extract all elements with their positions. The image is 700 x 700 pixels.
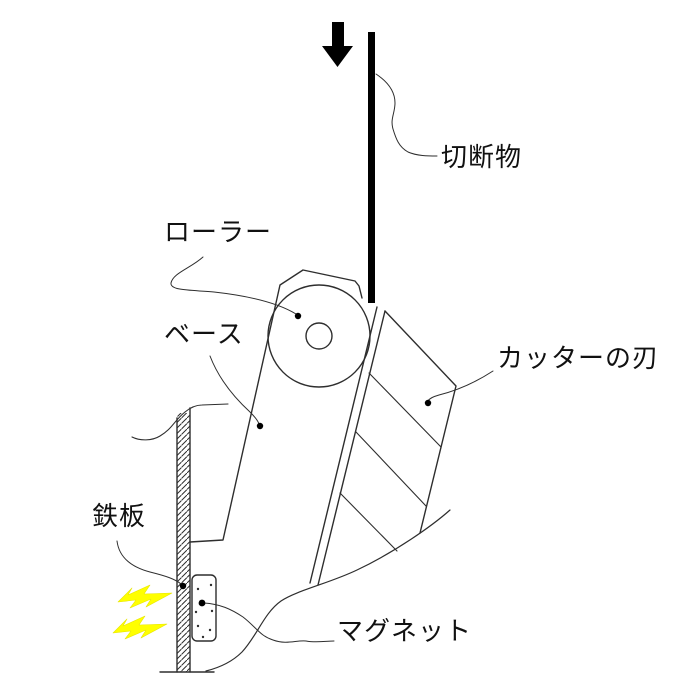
leader-cutter-blade: [427, 370, 494, 402]
base-outline: [189, 269, 363, 543]
label-workpiece: 切断物: [441, 143, 523, 173]
spark-bolt-upper: [117, 584, 173, 609]
magnet-block: [191, 574, 217, 642]
leader-roller: [170, 256, 297, 315]
lower-break-curve: [205, 509, 451, 672]
leader-workpiece: [375, 73, 438, 157]
workpiece-bar: [368, 32, 375, 303]
spark-icon: [112, 584, 173, 640]
down-arrow-icon: [322, 22, 353, 67]
roller-circle: [267, 284, 371, 388]
leader-lines: [116, 73, 494, 643]
leader-base: [209, 355, 260, 425]
leader-iron-plate: [116, 540, 182, 585]
cutter-blade-shape: [309, 306, 457, 586]
label-roller: ローラー: [164, 218, 273, 248]
label-magnet: マグネット: [337, 617, 473, 647]
upper-break-curve: [131, 403, 229, 441]
iron-plate-strip: [131, 403, 229, 673]
magnet-stipple: [194, 583, 214, 639]
leader-magnet: [203, 602, 335, 643]
label-base: ベース: [164, 320, 244, 350]
label-cutter-blade: カッターの刃: [497, 344, 660, 374]
spark-bolt-lower: [112, 615, 168, 640]
label-iron-plate: 鉄板: [92, 502, 147, 532]
leader-dots: [179, 312, 432, 607]
blade-hatch-lines: [339, 372, 442, 552]
